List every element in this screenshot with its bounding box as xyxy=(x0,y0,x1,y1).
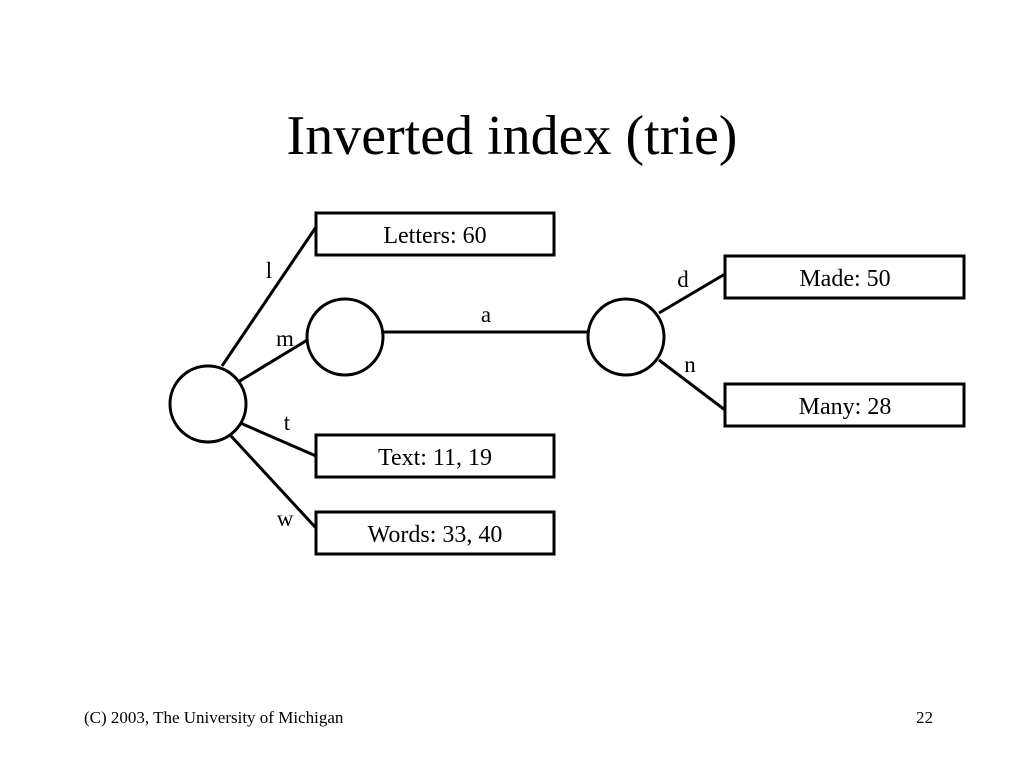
edge-label-n: n xyxy=(684,352,696,377)
page-number: 22 xyxy=(916,708,933,727)
leaf-words: Words: 33, 40 xyxy=(368,522,503,548)
trie-root-node xyxy=(168,364,248,444)
leaf-box-made xyxy=(723,254,966,300)
leaf-many: Many: 28 xyxy=(799,394,892,420)
leaf-box-words xyxy=(314,510,556,556)
leaf-box-text xyxy=(314,433,556,479)
edge-label-t: t xyxy=(284,410,291,435)
edge-label-m: m xyxy=(276,326,294,351)
leaf-made: Made: 50 xyxy=(799,266,890,292)
slide-title: Inverted index (trie) xyxy=(286,105,738,167)
edge-w xyxy=(229,434,318,530)
leaf-text: Text: 11, 19 xyxy=(378,445,492,471)
edge-l xyxy=(220,226,318,367)
edge-label-d: d xyxy=(677,267,689,292)
edge-m xyxy=(237,337,310,384)
leaf-box-many xyxy=(723,382,966,428)
edge-label-a: a xyxy=(481,302,491,327)
edge-label-l: l xyxy=(266,258,272,283)
leaf-box-letters xyxy=(314,211,556,257)
edge-label-w: w xyxy=(277,506,294,531)
leaf-letters: Letters: 60 xyxy=(383,223,486,249)
trie-node-m xyxy=(305,297,385,377)
trie-node-ma xyxy=(586,297,666,377)
edge-d xyxy=(658,272,726,315)
edge-n xyxy=(658,358,726,412)
footer-copyright: (C) 2003, The University of Michigan xyxy=(84,708,344,727)
edge-t xyxy=(237,420,317,458)
